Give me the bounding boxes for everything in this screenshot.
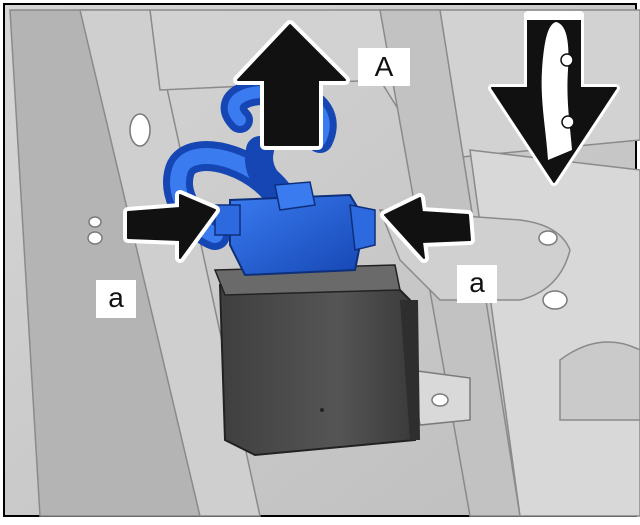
- label-release-right: a: [457, 265, 497, 303]
- squeeze-arrow-icon-left: [123, 190, 220, 263]
- mounting-holes: [87, 113, 568, 310]
- label-release-left: a: [96, 280, 136, 318]
- down-arrow-vehicle-icon: [488, 11, 620, 186]
- vehicle-body-panels: [9, 9, 640, 517]
- squeeze-arrow-icon-right: [380, 193, 475, 263]
- control-module: [213, 264, 420, 457]
- label-pull-direction: A: [358, 48, 410, 86]
- bracket: [409, 369, 471, 426]
- up-arrow-icon: [233, 20, 350, 150]
